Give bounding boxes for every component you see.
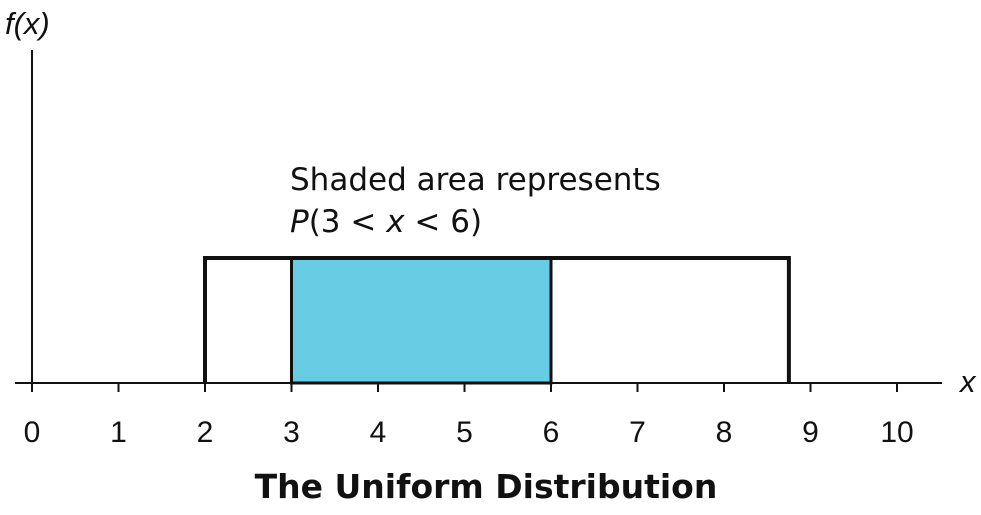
x-tick-label: 10: [880, 416, 913, 449]
chart-title: The Uniform Distribution: [255, 467, 718, 506]
x-axis-label: x: [958, 364, 977, 399]
annotation-close: < 6): [405, 204, 483, 240]
x-tick-label: 2: [197, 416, 214, 449]
density-outline: [203, 256, 791, 383]
x-tick-label: 4: [370, 416, 387, 449]
y-axis-label: f(x): [5, 6, 50, 41]
x-tick-label: 6: [543, 416, 560, 449]
annotation-var: x: [385, 204, 405, 240]
x-tick-label: 8: [716, 416, 733, 449]
x-tick-label: 5: [456, 416, 473, 449]
x-tick-label: 3: [283, 416, 300, 449]
annotation-line-2: P(3 < x < 6): [290, 204, 482, 240]
x-tick-label: 1: [110, 416, 127, 449]
shaded-region: [290, 256, 553, 385]
x-tick-label: 9: [802, 416, 819, 449]
annotation-open: (3 <: [309, 204, 387, 240]
x-tick-label: 7: [629, 416, 646, 449]
x-ticks: 0 1 2 3 4 5 6 7 8 9 10: [24, 383, 914, 449]
annotation-line-1: Shaded area represents: [290, 162, 661, 198]
x-tick-label: 0: [24, 416, 41, 449]
annotation-p: P: [290, 204, 309, 240]
